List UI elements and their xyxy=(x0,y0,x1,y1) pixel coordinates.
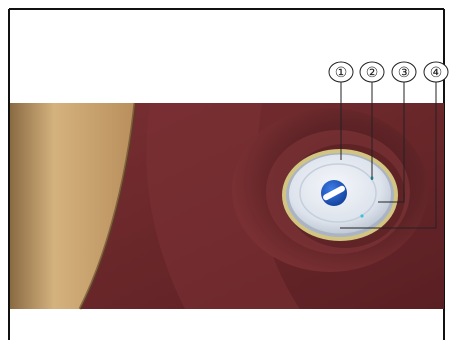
callout-2: ② xyxy=(360,62,384,82)
disc-marker-dot xyxy=(360,214,363,217)
callout-3-label: ③ xyxy=(398,66,411,81)
callout-1: ① xyxy=(329,62,353,82)
photo-area xyxy=(10,103,444,309)
callout-4: ④ xyxy=(424,62,448,82)
callout-2-label: ② xyxy=(366,66,379,81)
callout-1-label: ① xyxy=(335,66,348,81)
callout-4-label: ④ xyxy=(430,66,443,81)
callout-3: ③ xyxy=(392,62,416,82)
